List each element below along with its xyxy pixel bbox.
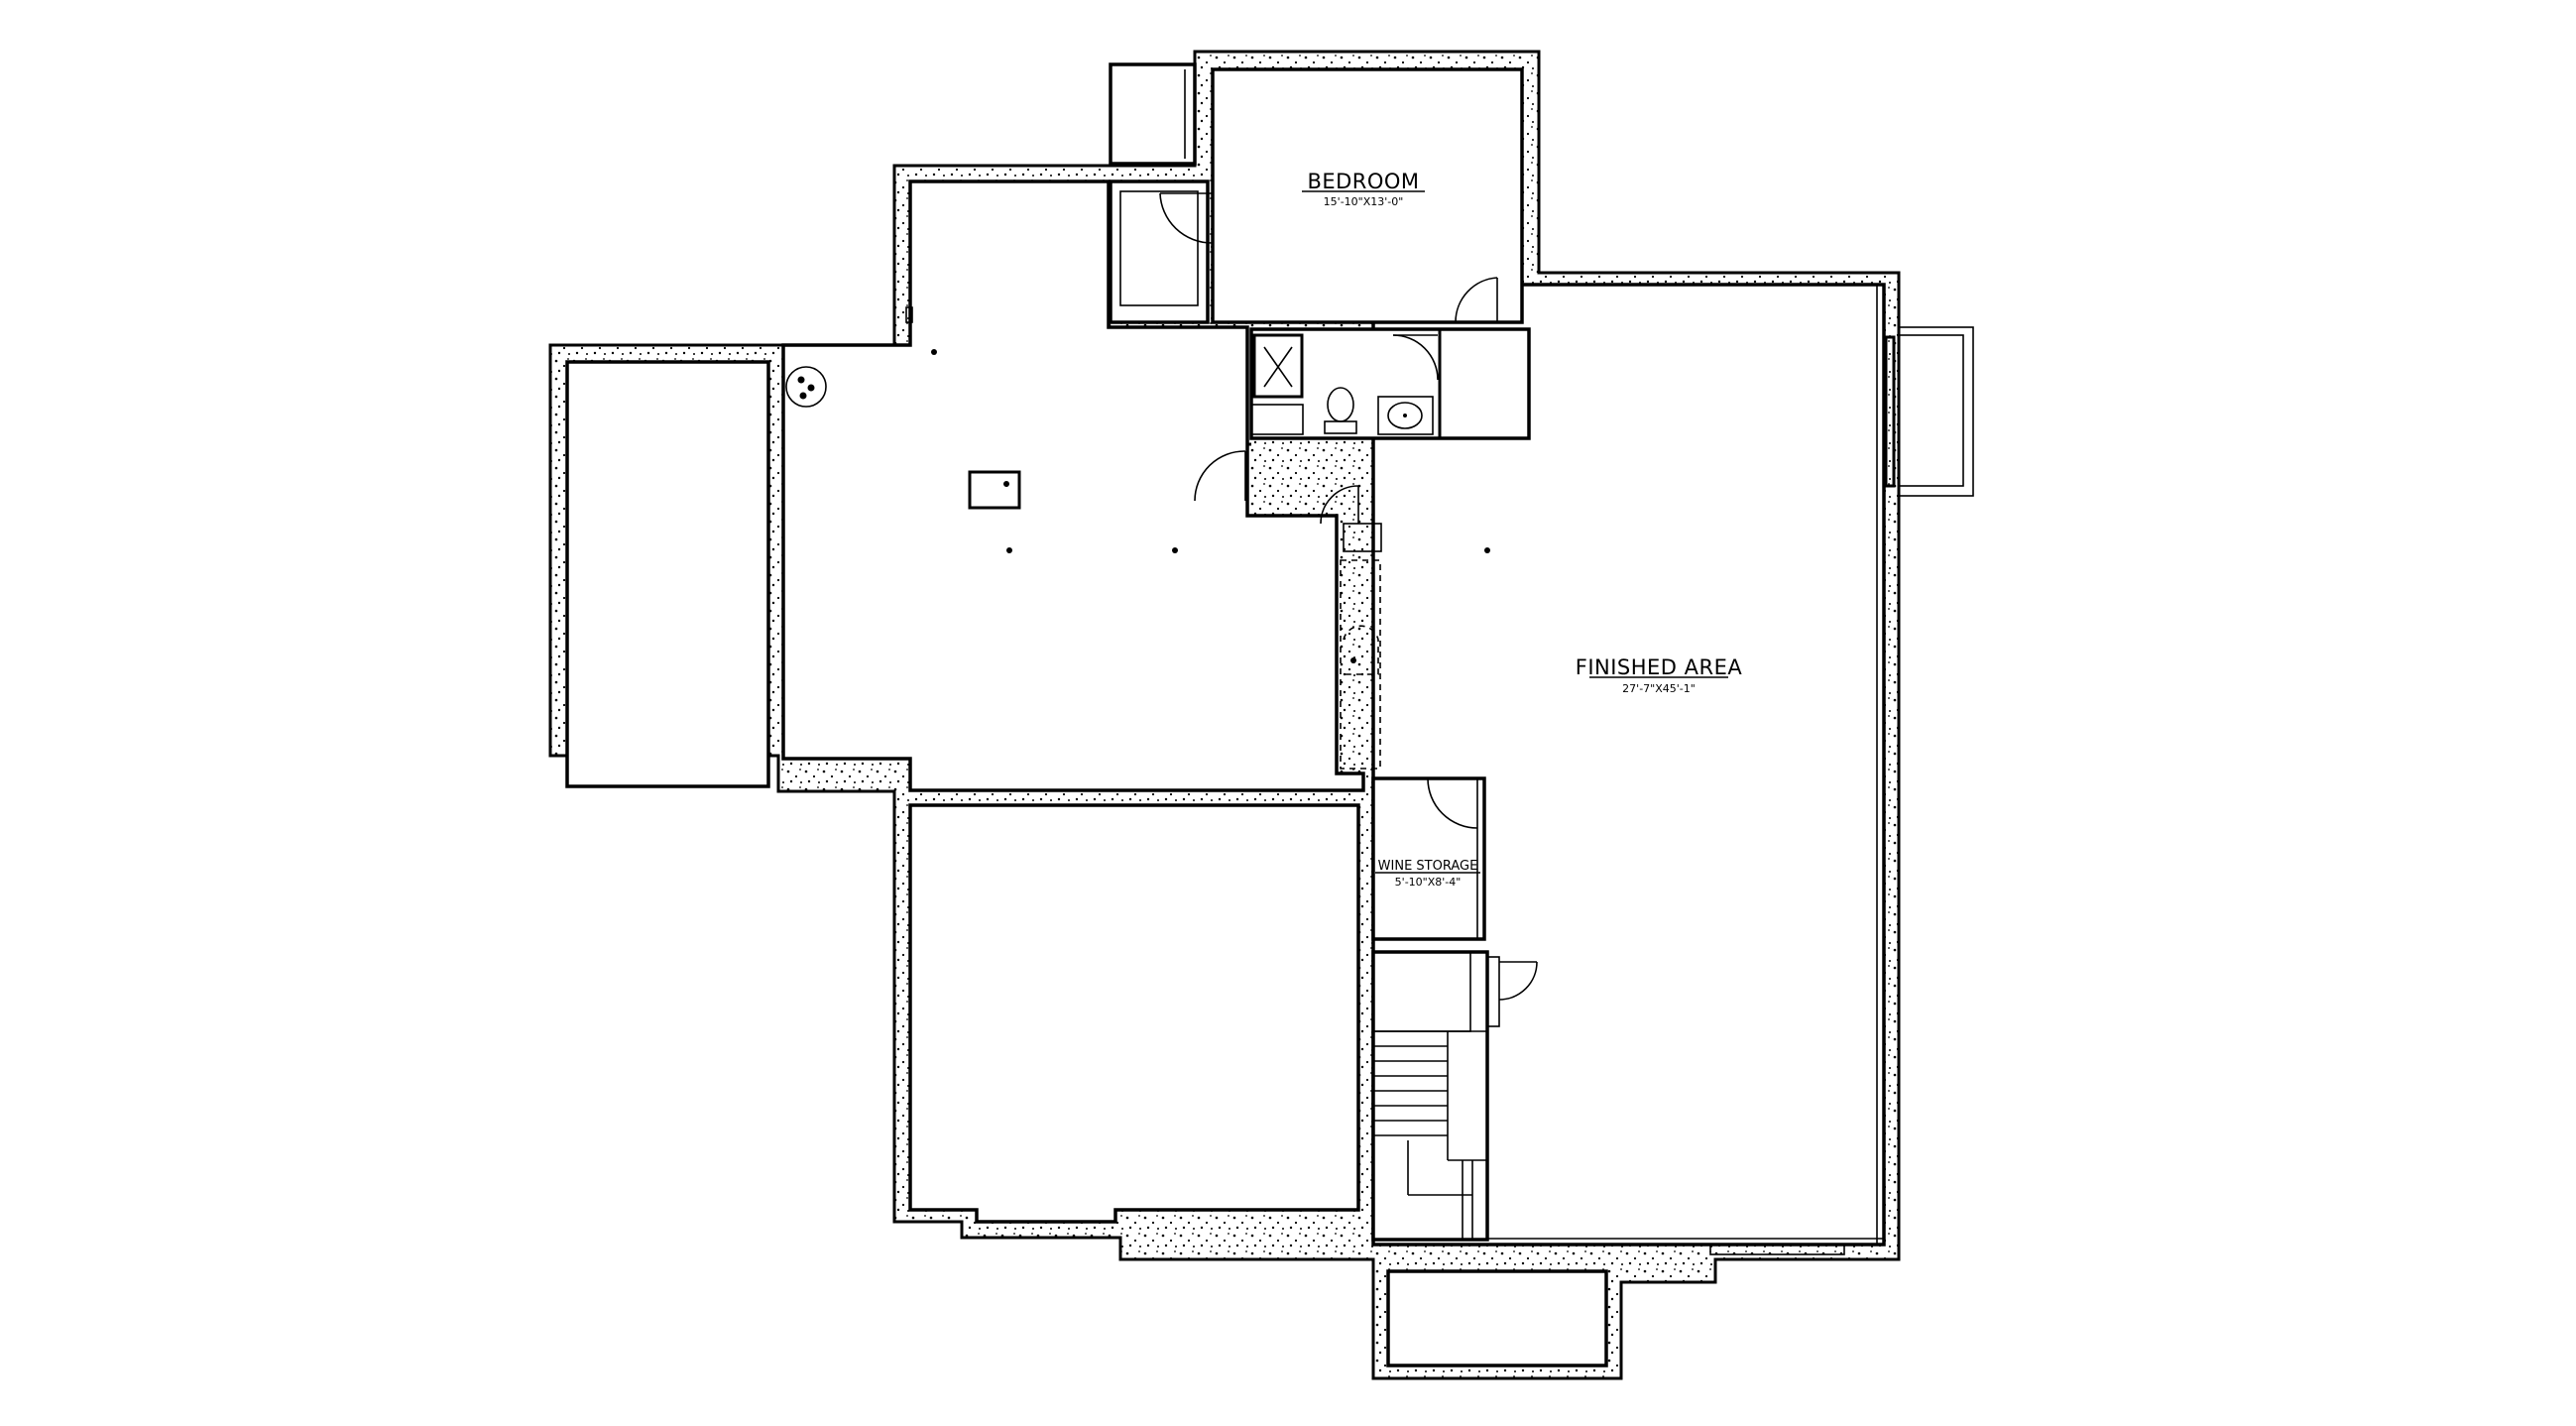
bedroom-room	[1211, 67, 1524, 324]
sink-icon	[1377, 396, 1434, 435]
shower-icon	[1250, 333, 1304, 435]
under-stair-door	[1486, 956, 1538, 1027]
top-window-well	[1109, 62, 1197, 166]
toilet-icon	[1324, 387, 1357, 434]
wine-storage-dims: 5'-10"X8'-4"	[1395, 876, 1462, 889]
wine-storage-label: WINE STORAGE 5'-10"X8'-4"	[1375, 859, 1480, 889]
closet-door	[1159, 192, 1213, 244]
finished-area-label: FINISHED AREA 27'-7"X45'-1"	[1576, 655, 1743, 695]
bottom-window	[1709, 1244, 1845, 1255]
hall-door	[1194, 450, 1246, 502]
beam-dashed	[1340, 559, 1381, 770]
wine-storage-door	[1427, 777, 1478, 829]
finished-area-dims: 27'-7"X45'-1"	[1622, 682, 1696, 695]
support-posts	[905, 306, 1490, 553]
water-heater-icon	[785, 366, 827, 408]
stairs	[1371, 950, 1489, 1242]
mechanical-door	[1320, 485, 1382, 552]
finished-area-name: FINISHED AREA	[1576, 655, 1743, 679]
furnace-icon	[968, 470, 1021, 510]
bedroom-closet	[1109, 179, 1210, 324]
bathroom	[1249, 327, 1531, 440]
left-bay	[565, 360, 770, 788]
right-window-well	[1884, 326, 1974, 497]
unfinished-open-area	[781, 179, 1365, 792]
bedroom-door	[1455, 277, 1498, 323]
bathroom-door	[1392, 334, 1439, 381]
wine-storage-name: WINE STORAGE	[1378, 859, 1478, 874]
wine-storage-room	[1371, 776, 1486, 941]
bottom-window-well	[1386, 1269, 1608, 1367]
bedroom-label: BEDROOM 15'-10"X13'-0"	[1302, 170, 1425, 208]
bath-hallway	[1245, 442, 1339, 526]
bedroom-name: BEDROOM	[1307, 170, 1419, 193]
lower-left-room	[908, 803, 1360, 1224]
bedroom-dims: 15'-10"X13'-0"	[1324, 195, 1404, 208]
